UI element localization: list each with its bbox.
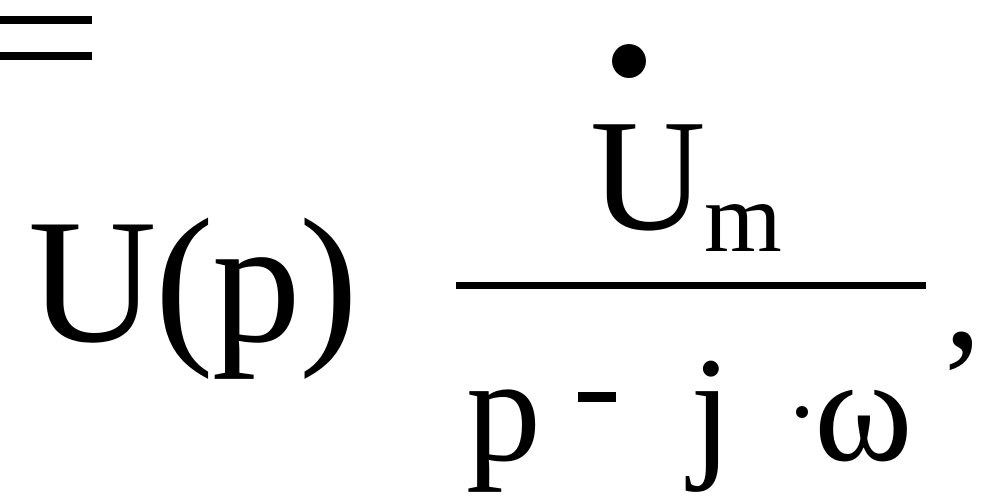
fraction-bar — [456, 282, 926, 289]
trailing-comma: , — [944, 214, 982, 380]
multiply-dot — [796, 406, 808, 418]
denominator-omega: ω — [814, 327, 913, 493]
equals-sign — [0, 0, 92, 72]
denominator-imaginary-unit: j — [690, 327, 732, 493]
minus-sign — [578, 392, 616, 402]
numerator-subscript: m — [704, 162, 782, 273]
dot-accent-icon — [612, 44, 646, 78]
denominator-variable: p — [466, 327, 541, 493]
numerator-symbol: U — [590, 86, 706, 264]
formula-lhs: U(p) — [28, 182, 358, 380]
